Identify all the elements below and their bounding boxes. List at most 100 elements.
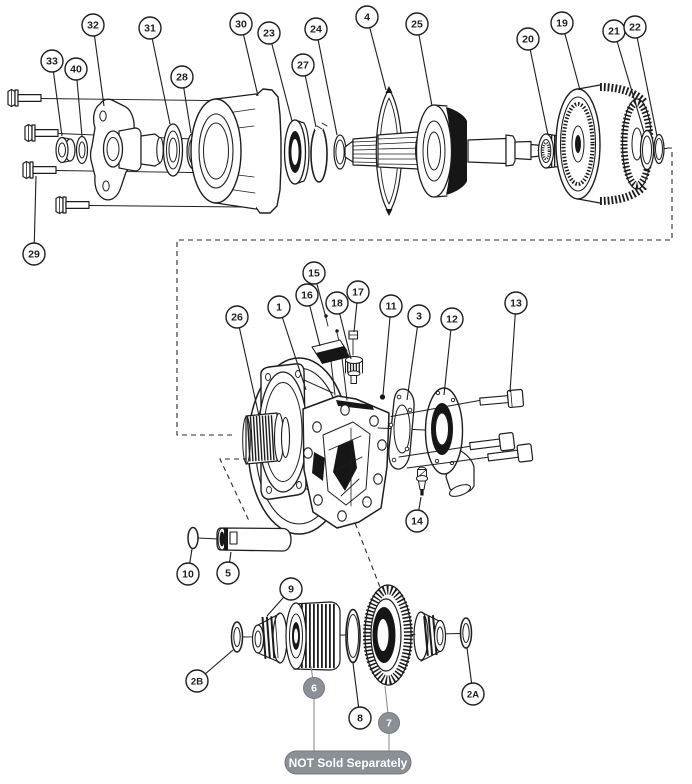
- callout-27: 27: [291, 53, 317, 128]
- callout-balloon-2A: [461, 682, 485, 706]
- callout-number: 3: [416, 311, 422, 323]
- pinion-gear-6: [285, 601, 341, 671]
- callout-number: 29: [28, 249, 40, 261]
- callout-balloon-25: [405, 12, 429, 36]
- output-gear-7: [363, 584, 413, 686]
- callout-balloon-31: [138, 16, 162, 40]
- callout-number: 33: [46, 56, 58, 68]
- callout-number: 21: [608, 26, 620, 38]
- callout-8: 8: [348, 662, 372, 730]
- bearing-cone-9: [251, 612, 288, 664]
- callout-9: 9: [266, 577, 303, 617]
- callout-balloon-2B: [185, 669, 209, 693]
- callout-31: 31: [138, 16, 171, 125]
- callout-12: 12: [440, 307, 464, 396]
- callout-balloon-23: [257, 21, 281, 45]
- callout-6: 6: [303, 665, 325, 755]
- callout-leader-line: [278, 306, 307, 391]
- callout-balloon-3: [407, 304, 431, 328]
- callout-balloon-22: [623, 15, 647, 39]
- callout-number: 14: [411, 516, 423, 528]
- callout-1: 1: [267, 295, 307, 391]
- ring-24: [333, 134, 347, 170]
- callout-number: 22: [629, 22, 641, 34]
- callout-number: 18: [331, 298, 343, 310]
- callout-balloon-30: [229, 12, 253, 36]
- callout-number: 27: [297, 60, 309, 72]
- callout-number: 5: [225, 568, 231, 580]
- callout-leader-line: [268, 32, 293, 122]
- snap-ring-27: [310, 122, 328, 183]
- callout-balloon-1: [267, 295, 291, 319]
- callout-leader-line: [634, 26, 658, 137]
- callout-11: 11: [379, 294, 403, 396]
- callout-26: 26: [225, 305, 260, 417]
- callout-number: 23: [263, 28, 275, 40]
- callout-balloon-5: [216, 561, 240, 585]
- fitting-14: [415, 466, 429, 496]
- input-flange-32: [89, 98, 164, 201]
- washer-2A: [459, 617, 473, 649]
- callout-number: 1: [276, 302, 282, 314]
- splined-boss-26: [242, 412, 291, 465]
- callout-balloon-18: [325, 291, 349, 315]
- callout-number: 8: [357, 713, 363, 725]
- callout-balloon-6: [303, 677, 325, 699]
- bearing-23: [283, 119, 310, 185]
- callout-number: 2A: [467, 690, 479, 701]
- callout-balloon-16: [295, 283, 319, 307]
- serial-tag-16: [311, 339, 350, 364]
- callout-18: 18: [325, 291, 352, 360]
- cover-bolt-holes: [303, 404, 387, 522]
- callout-balloon-10: [176, 562, 200, 586]
- callout-number: 16: [301, 290, 313, 302]
- callout-balloon-33: [40, 49, 64, 73]
- callout-number: 15: [308, 268, 320, 280]
- washer-40: [75, 135, 89, 165]
- callout-leader-line: [240, 23, 259, 97]
- callout-number: 40: [70, 64, 82, 76]
- callout-balloon-27: [291, 53, 315, 77]
- callout-32: 32: [81, 13, 105, 107]
- callout-number: 11: [385, 301, 396, 313]
- hub-carrier-30: [190, 88, 282, 214]
- callout-balloon-19: [550, 11, 574, 35]
- callout-number: 30: [235, 19, 247, 31]
- callout-leader-line: [315, 28, 338, 136]
- callout-balloon-9: [279, 577, 303, 601]
- callout-balloon-7: [378, 712, 400, 734]
- top-hub-shaft-assembly: [7, 83, 668, 216]
- callout-33: 33: [40, 49, 64, 137]
- callout-number: 17: [352, 287, 364, 299]
- callout-leader-line: [509, 302, 517, 393]
- callout-number: 32: [87, 20, 99, 32]
- callout-number: 24: [310, 24, 322, 36]
- washer-21: [639, 129, 655, 171]
- bearing-31: [162, 123, 184, 177]
- callout-leader-line: [366, 16, 387, 91]
- callout-19: 19: [550, 11, 581, 91]
- shift-cover-plate-1: [302, 395, 390, 529]
- callout-leader-line: [406, 315, 420, 401]
- callout-leader-line: [527, 38, 549, 136]
- callout-leader-line: [33, 175, 37, 255]
- washer-2B: [230, 621, 244, 653]
- callout-28: 28: [170, 65, 194, 134]
- callout-15: 15: [302, 261, 327, 319]
- callout-24: 24: [304, 17, 338, 136]
- gasket-3: [377, 388, 426, 470]
- ring-8: [345, 608, 361, 664]
- callout-balloon-14: [405, 509, 429, 533]
- callout-3: 3: [406, 304, 431, 401]
- callout-5: 5: [216, 551, 240, 585]
- callout-leader-line: [51, 60, 63, 137]
- plug-17: [348, 330, 359, 356]
- ring-22: [653, 133, 665, 165]
- callout-balloon-28: [170, 65, 194, 89]
- splined-shaft: [344, 136, 379, 167]
- callout-balloon-11: [379, 294, 403, 318]
- callout-leader-line: [149, 27, 171, 125]
- gearbox-housing-assembly: [242, 314, 534, 535]
- callout-balloon-20: [516, 27, 540, 51]
